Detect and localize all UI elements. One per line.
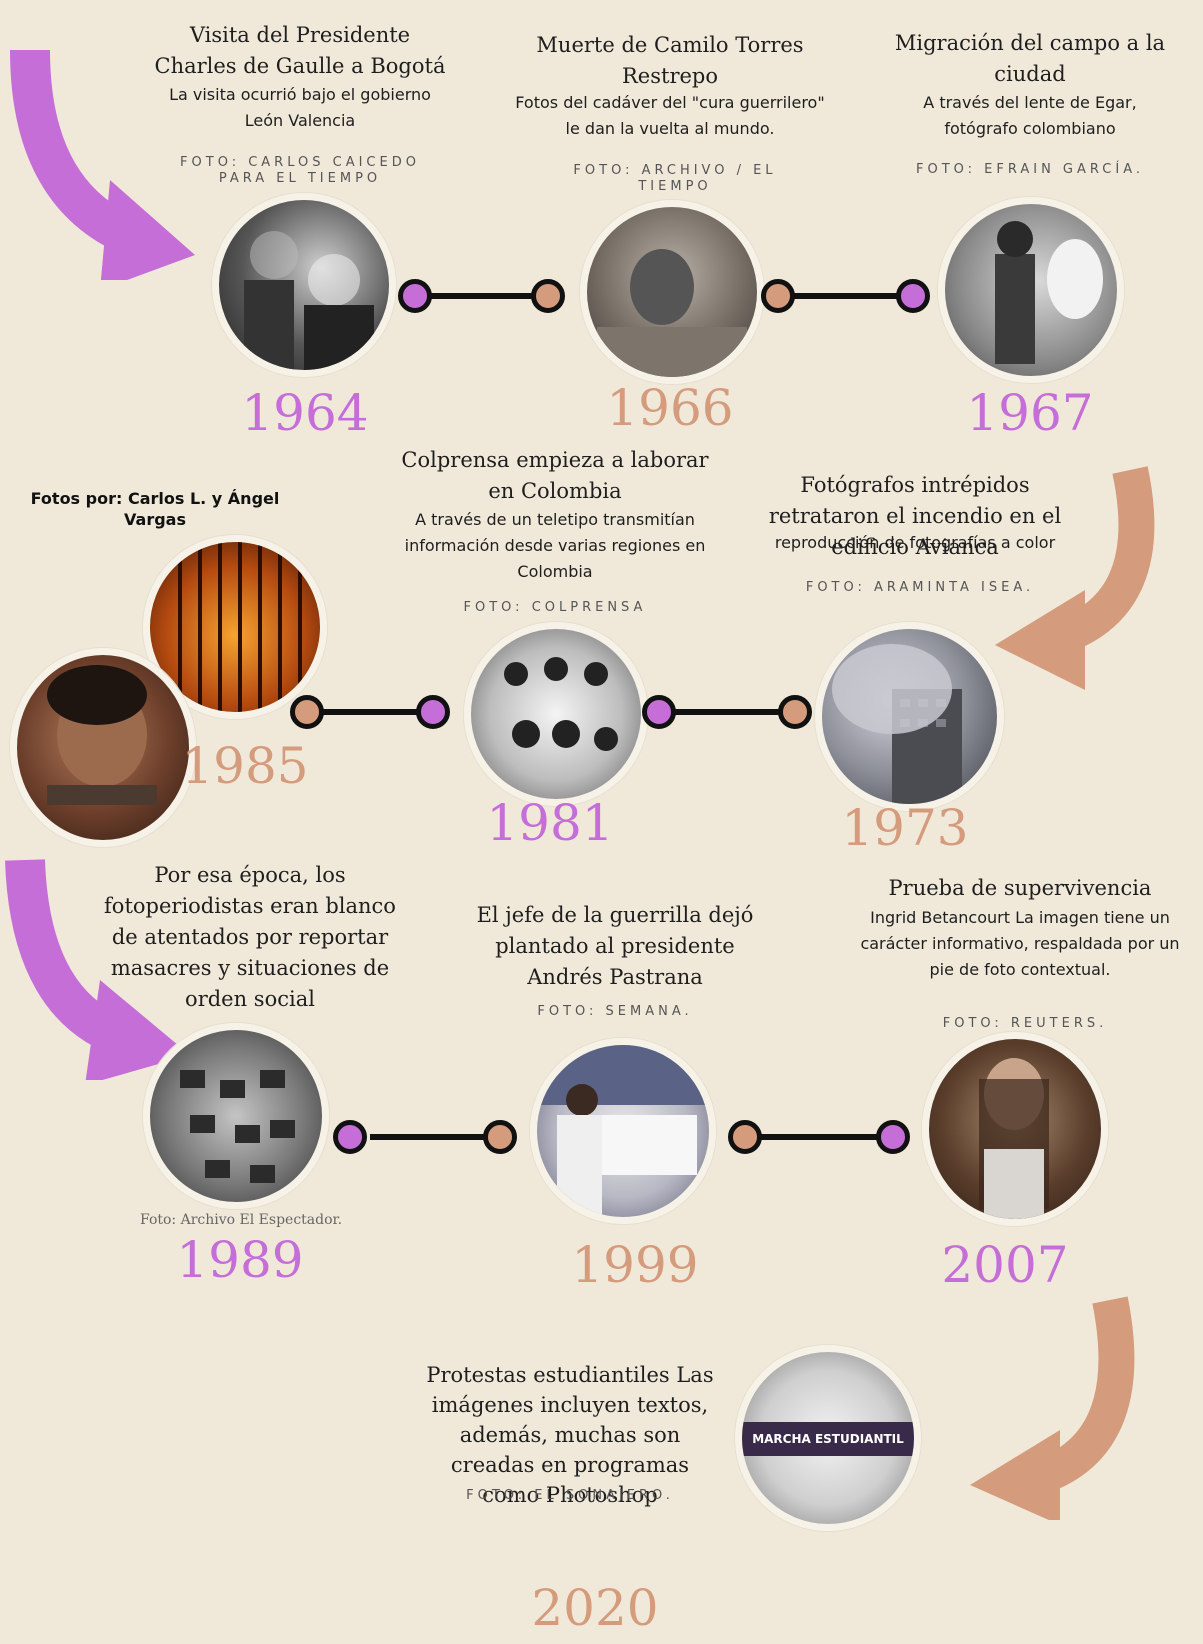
curved-arrow-purple-1 bbox=[10, 49, 195, 280]
event-1981-desc: A través de un teletipo transmitían info… bbox=[404, 510, 706, 581]
curved-arrow-tan-2 bbox=[970, 1296, 1135, 1520]
connector-1964-1966 bbox=[418, 293, 548, 299]
event-2020-title: Protestas estudiantiles Las imágenes inc… bbox=[426, 1363, 714, 1507]
connector-1985-1981 bbox=[316, 709, 436, 715]
year-1967: 1967 bbox=[966, 384, 1094, 442]
photo-2007 bbox=[922, 1032, 1108, 1226]
photo-1999 bbox=[530, 1038, 716, 1224]
timeline-node-1981-left bbox=[416, 695, 450, 729]
photo-1985-child bbox=[10, 648, 196, 847]
event-1966-title: Muerte de Camilo Torres Restrepo bbox=[536, 33, 804, 88]
connector-1966-1967 bbox=[778, 293, 913, 299]
event-1973-title: Fotógrafos intrépidos retrataron el ince… bbox=[768, 473, 1062, 559]
photo-1989 bbox=[143, 1023, 329, 1209]
event-2020-credit: FOTO: EL SONAJERO. bbox=[466, 1488, 674, 1503]
timeline-node-1973 bbox=[778, 695, 812, 729]
year-1989: 1989 bbox=[176, 1231, 304, 1289]
photo-2020: MARCHA ESTUDIANTIL bbox=[735, 1345, 921, 1531]
timeline-node-2007 bbox=[876, 1120, 910, 1154]
event-2007-desc: Ingrid Betancourt La imagen tiene un car… bbox=[860, 908, 1180, 979]
timeline-node-1999-right bbox=[728, 1120, 762, 1154]
event-2007-credit: FOTO: REUTERS. bbox=[942, 1016, 1108, 1031]
year-1981: 1981 bbox=[486, 794, 614, 852]
photo-1964 bbox=[212, 193, 396, 377]
connector-1999-2007 bbox=[755, 1134, 895, 1140]
protest-banner: MARCHA ESTUDIANTIL bbox=[742, 1422, 914, 1456]
year-1985: 1985 bbox=[181, 737, 309, 795]
photo-1967 bbox=[938, 197, 1124, 383]
event-1999-credit: FOTO: SEMANA. bbox=[537, 1004, 693, 1019]
event-1967-title: Migración del campo a la ciudad bbox=[894, 31, 1166, 86]
photo-1966 bbox=[580, 200, 764, 384]
event-1973-desc: reproducción de fotografías a color bbox=[774, 533, 1056, 552]
event-1967-credit: FOTO: EFRAIN GARCÍA. bbox=[915, 162, 1144, 177]
year-1973: 1973 bbox=[841, 799, 969, 857]
year-2020: 2020 bbox=[531, 1579, 659, 1637]
event-1981-title: Colprensa empieza a laborar en Colombia bbox=[401, 448, 709, 503]
event-1973-credit: FOTO: ARAMINTA ISEA. bbox=[805, 580, 1035, 595]
curved-arrow-purple-2 bbox=[5, 859, 190, 1080]
event-1999-title: El jefe de la guerrilla dejó plantado al… bbox=[476, 903, 754, 989]
timeline-node-1985 bbox=[290, 695, 324, 729]
event-1964-title: Visita del Presidente Charles de Gaulle … bbox=[154, 23, 446, 78]
timeline-node-1966-right bbox=[761, 279, 795, 313]
event-1964-desc: La visita ocurrió bajo el gobierno León … bbox=[169, 85, 431, 130]
event-1989-title: Por esa época, los fotoperiodistas eran … bbox=[104, 863, 396, 1011]
timeline-node-1981-right bbox=[642, 695, 676, 729]
timeline-node-1967 bbox=[896, 279, 930, 313]
year-1966: 1966 bbox=[606, 379, 734, 437]
event-1989-credit: Foto: Archivo El Espectador. bbox=[140, 1212, 343, 1228]
timeline-node-1964 bbox=[398, 279, 432, 313]
event-1966-desc: Fotos del cadáver del "cura guerrilero" … bbox=[515, 93, 825, 138]
event-1966-credit: FOTO: ARCHIVO / EL TIEMPO bbox=[573, 163, 777, 194]
year-1999: 1999 bbox=[571, 1236, 699, 1294]
photos-by-credit: Fotos por: Carlos L. y Ángel Vargas bbox=[30, 489, 280, 529]
timeline-node-1989 bbox=[333, 1120, 367, 1154]
photo-1981 bbox=[464, 622, 648, 806]
year-2007: 2007 bbox=[941, 1236, 1069, 1294]
event-1967-desc: A través del lente de Egar, fotógrafo co… bbox=[923, 93, 1137, 138]
connector-1989-1999 bbox=[370, 1134, 500, 1140]
curved-arrow-tan-1 bbox=[995, 466, 1155, 690]
year-1964: 1964 bbox=[241, 384, 369, 442]
timeline-node-1966-left bbox=[531, 279, 565, 313]
event-1981-credit: FOTO: COLPRENSA bbox=[463, 600, 647, 615]
connector-1981-1973 bbox=[660, 709, 795, 715]
event-2007-title: Prueba de supervivencia bbox=[888, 876, 1152, 900]
event-1964-credit: FOTO: CARLOS CAICEDO PARA EL TIEMPO bbox=[180, 155, 420, 186]
photo-1973 bbox=[815, 622, 1004, 811]
timeline-node-1999-left bbox=[483, 1120, 517, 1154]
